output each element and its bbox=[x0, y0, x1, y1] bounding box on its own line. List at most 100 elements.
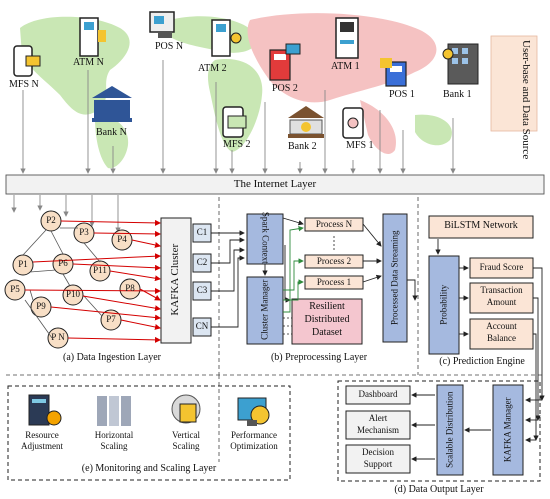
server-gear-icon bbox=[28, 394, 62, 426]
fraud-score-label: Fraud Score bbox=[479, 262, 524, 272]
ingestion-caption: (a) Data Ingestion Layer bbox=[62, 352, 161, 363]
partition-cn: CN bbox=[195, 321, 209, 331]
transaction-line-2: Amount bbox=[486, 297, 517, 307]
bank-1-icon bbox=[442, 43, 479, 85]
user-base-label: User-base and Data Source bbox=[519, 40, 532, 159]
transaction-line-1: Transaction bbox=[480, 285, 523, 295]
process-1-box bbox=[304, 275, 364, 290]
output-arrows bbox=[411, 392, 542, 462]
internet-layer-title: The Internet Layer bbox=[233, 178, 317, 190]
vertical-scale-icon bbox=[171, 394, 201, 424]
decision-box bbox=[345, 444, 411, 474]
rdd-line-2: Distributed bbox=[304, 314, 350, 325]
node-pos-1: POS 1 bbox=[389, 89, 415, 100]
streaming-box bbox=[382, 213, 408, 343]
performance-icon bbox=[237, 397, 270, 426]
user-base-text: User-base and Data Source bbox=[520, 40, 532, 160]
horizontal-scale-icon bbox=[97, 396, 131, 426]
pos-n-icon bbox=[149, 11, 175, 38]
ingestion-producers bbox=[4, 210, 141, 349]
node-bank-n: Bank N bbox=[96, 127, 127, 138]
node-mfs-2: MFS 2 bbox=[223, 139, 251, 150]
producer-p6: P6 bbox=[58, 258, 68, 268]
rdd-box bbox=[291, 298, 363, 345]
partition-c3: C3 bbox=[196, 285, 208, 295]
node-mfs-1: MFS 1 bbox=[346, 140, 374, 151]
node-bank-1: Bank 1 bbox=[443, 89, 472, 100]
resource-line-1: Resource bbox=[25, 430, 59, 440]
mfs-2-icon bbox=[222, 106, 247, 138]
horizontal-line-2: Scaling bbox=[100, 441, 128, 451]
account-balance-box bbox=[469, 318, 534, 350]
producer-p8: P8 bbox=[125, 283, 135, 293]
streaming-label: Processed Data Streaming bbox=[389, 230, 400, 325]
kafka-manager-label: KAFKA Manager bbox=[502, 397, 513, 463]
output-caption: (d) Data Output Layer bbox=[394, 484, 484, 495]
vertical-line-1: Vertical bbox=[172, 430, 200, 440]
decision-line-2: Support bbox=[363, 459, 393, 469]
node-pos-2: POS 2 bbox=[272, 83, 298, 94]
node-bank-2: Bank 2 bbox=[288, 141, 317, 152]
atm-2-icon bbox=[211, 19, 242, 57]
alert-line-2: Mechanism bbox=[357, 425, 399, 435]
spark-context-box bbox=[246, 213, 284, 265]
node-mfs-n: MFS N bbox=[9, 79, 39, 90]
producer-p2: P2 bbox=[46, 215, 56, 225]
producer-p4: P4 bbox=[117, 234, 127, 244]
bank-n-icon bbox=[92, 86, 132, 122]
producer-p1: P1 bbox=[18, 259, 28, 269]
cluster-manager-label: Cluster Manager bbox=[259, 279, 270, 340]
prediction-arrows bbox=[435, 239, 545, 441]
dashboard-box bbox=[345, 385, 411, 405]
kafka-cluster-label: KAFKA Cluster bbox=[169, 243, 182, 316]
atm-1-icon bbox=[335, 17, 359, 59]
layer-separators bbox=[6, 197, 544, 462]
spark-context-label: Spark Context bbox=[260, 211, 271, 264]
probability-label: Probability bbox=[438, 284, 449, 325]
monitoring-panel bbox=[7, 385, 291, 481]
process-1-label: Process 1 bbox=[316, 277, 352, 287]
horizontal-line-1: Horizontal bbox=[94, 430, 134, 440]
producer-p3: P3 bbox=[79, 227, 89, 237]
scalable-box bbox=[436, 384, 464, 476]
rdd-dashed-links bbox=[283, 236, 335, 335]
account-line-2: Balance bbox=[487, 333, 516, 343]
bilstm-label: BiLSTM Network bbox=[444, 220, 518, 231]
output-panel bbox=[337, 380, 541, 482]
mfs-1-icon bbox=[342, 107, 364, 139]
partition-c2: C2 bbox=[196, 257, 208, 267]
node-atm-n: ATM N bbox=[73, 57, 104, 68]
producer-p7: P7 bbox=[106, 314, 116, 324]
user-base-label-box bbox=[490, 35, 538, 132]
preprocessing-caption: (b) Preprocessing Layer bbox=[270, 352, 368, 363]
node-pos-n: POS N bbox=[155, 41, 184, 52]
account-line-1: Account bbox=[486, 321, 517, 331]
green-process-arrows bbox=[283, 226, 304, 313]
producer-pn: P N bbox=[51, 332, 65, 342]
source-arrows bbox=[20, 60, 456, 174]
vertical-line-2: Scaling bbox=[172, 441, 200, 451]
dashboard-label: Dashboard bbox=[358, 389, 398, 399]
producer-p10: P10 bbox=[65, 289, 80, 299]
kafka-cluster-box bbox=[160, 217, 192, 344]
rdd-line-3: Dataset bbox=[312, 327, 342, 338]
internet-layer-bar bbox=[5, 174, 545, 195]
mfs-n-icon bbox=[13, 45, 41, 77]
prediction-caption: (c) Prediction Engine bbox=[439, 356, 525, 367]
transaction-amount-box bbox=[469, 282, 534, 314]
decision-line-1: Decision bbox=[362, 447, 394, 457]
internet-down-arrows bbox=[11, 195, 121, 233]
pos-2-icon bbox=[269, 43, 301, 81]
process-n-label: Process N bbox=[315, 219, 353, 229]
bank-2-icon bbox=[288, 106, 324, 138]
producer-p11: P11 bbox=[93, 265, 107, 275]
kafka-manager-box bbox=[492, 384, 524, 476]
kafka-partitions bbox=[192, 223, 212, 337]
scalable-label: Scalable Distribution bbox=[444, 391, 455, 468]
probability-box bbox=[428, 255, 460, 355]
producer-p5: P5 bbox=[10, 284, 20, 294]
producer-p9: P9 bbox=[36, 301, 46, 311]
performance-line-2: Optimization bbox=[230, 441, 278, 451]
monitoring-caption: (e) Monitoring and Scaling Layer bbox=[81, 463, 217, 474]
